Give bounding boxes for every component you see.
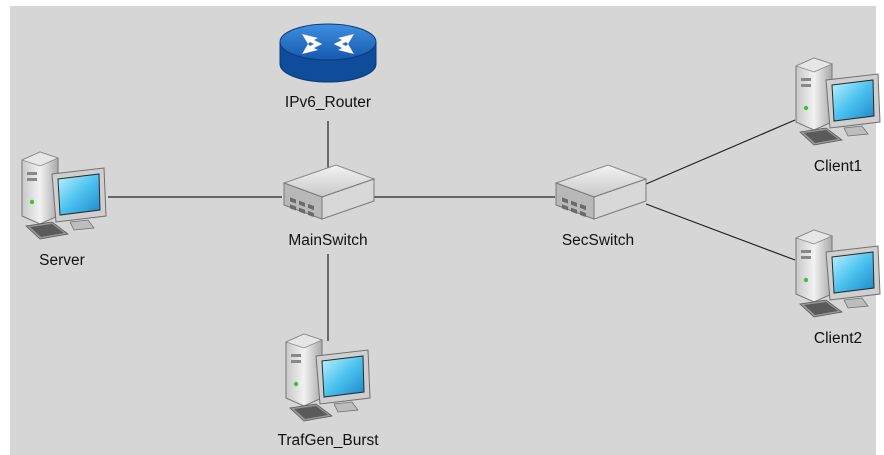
computer-icon: [285, 333, 371, 422]
switch-icon: [283, 164, 375, 220]
link-secswitch-client2: [645, 203, 796, 261]
sec-switch-node[interactable]: [550, 161, 650, 225]
main-switch-label: MainSwitch: [288, 232, 368, 249]
router-label: IPv6_Router: [284, 94, 372, 111]
server-node[interactable]: [12, 146, 112, 242]
network-topology-canvas: IPv6_Router Server MainSwitch SecSwitch …: [10, 6, 881, 455]
links-layer: [108, 119, 796, 341]
server-label: Server: [39, 252, 85, 269]
client1-label: Client1: [813, 158, 863, 175]
computer-icon: [795, 57, 881, 146]
computer-icon: [21, 151, 107, 240]
client2-node[interactable]: [786, 224, 884, 320]
trafgen-node[interactable]: [276, 328, 376, 424]
router-node[interactable]: [278, 18, 378, 90]
link-secswitch-client1: [645, 119, 796, 185]
trafgen-label: TrafGen_Burst: [277, 432, 379, 449]
router-icon: [279, 23, 377, 83]
sec-switch-label: SecSwitch: [561, 232, 635, 249]
client2-label: Client2: [813, 330, 863, 347]
main-switch-node[interactable]: [278, 161, 378, 225]
client1-node[interactable]: [786, 52, 884, 148]
switch-icon: [555, 164, 647, 220]
computer-icon: [795, 229, 881, 318]
